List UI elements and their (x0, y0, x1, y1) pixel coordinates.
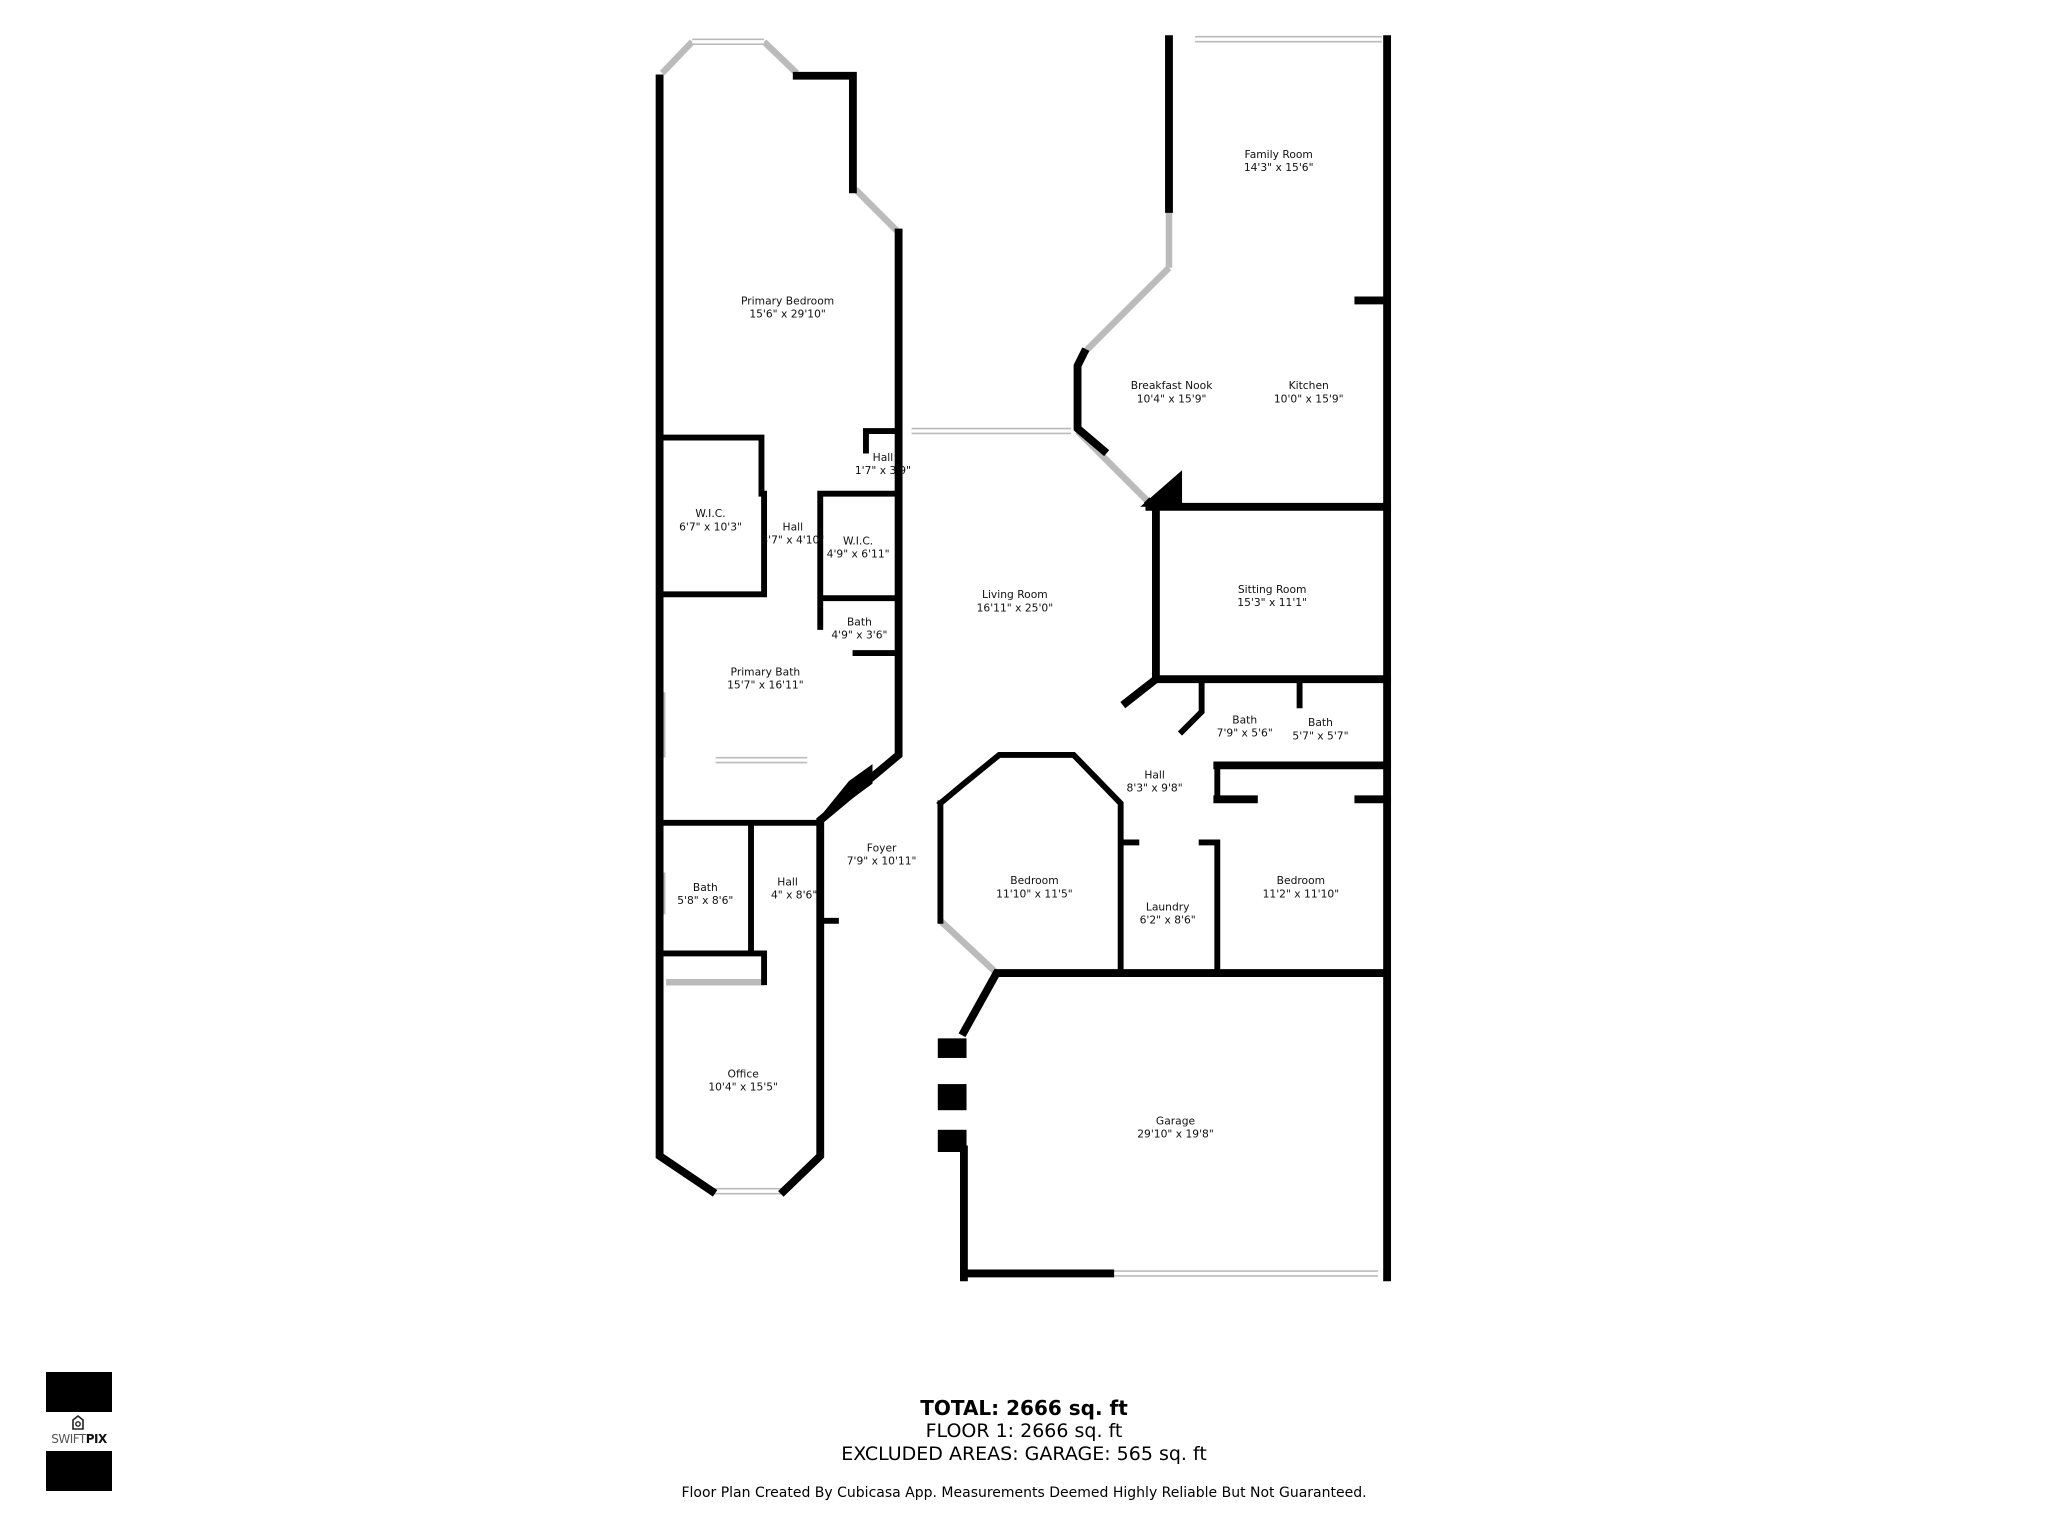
room-size: 11'2" x 11'10" (1263, 887, 1340, 900)
room-size: 7'9" x 5'6" (1217, 727, 1273, 740)
room-size: 3'7" x 4'10" (761, 533, 824, 546)
room-name: Hall (777, 876, 798, 889)
room-size: 10'4" x 15'5" (708, 1081, 778, 1094)
room-name: Laundry (1146, 900, 1190, 913)
room-name: Foyer (867, 842, 897, 855)
room-name: Family Room (1245, 148, 1313, 161)
logo-block-top (46, 1372, 112, 1412)
room-size: 8'3" x 9'8" (1127, 782, 1183, 795)
room-size: 6'2" x 8'6" (1140, 913, 1196, 926)
walls (655, 35, 1392, 1282)
room-size: 10'4" x 15'9" (1137, 392, 1207, 405)
room-size: 14'3" x 15'6" (1244, 161, 1314, 174)
room-name: Hall (783, 520, 804, 533)
room-name: Hall (873, 451, 894, 464)
room-name: Hall (1144, 768, 1165, 781)
room-size: 1'7" x 3'9" (855, 464, 911, 477)
logo-block-bottom (46, 1451, 112, 1491)
logo-text-light: SWIFT (51, 1432, 86, 1446)
logo-text-bold: PIX (85, 1432, 108, 1446)
room-size: 4" x 8'6" (771, 889, 817, 902)
room-name: Breakfast Nook (1131, 379, 1213, 392)
room-size: 4'9" x 3'6" (831, 629, 887, 642)
floor1-area: FLOOR 1: 2666 sq. ft (925, 1420, 1123, 1442)
room-name: Bedroom (1277, 874, 1325, 887)
room-name: Bedroom (1010, 874, 1058, 887)
room-size: 5'7" x 5'7" (1292, 729, 1348, 742)
swiftpix-logo: SWIFTPIX (46, 1432, 112, 1446)
room-name: Kitchen (1289, 379, 1329, 392)
room-name: Primary Bath (731, 665, 801, 678)
room-name: Bath (1232, 714, 1257, 727)
room-name: Primary Bedroom (741, 294, 834, 307)
room-name: W.I.C. (843, 535, 873, 548)
room-name: Bath (693, 881, 718, 894)
disclaimer: Floor Plan Created By Cubicasa App. Meas… (681, 1485, 1367, 1501)
room-labels: Primary Bedroom 15'6" x 29'10" W.I.C. 6'… (677, 148, 1348, 1141)
room-size: 29'10" x 19'8" (1137, 1128, 1214, 1141)
room-size: 15'3" x 11'1" (1237, 596, 1307, 609)
room-size: 15'6" x 29'10" (749, 307, 826, 320)
room-name: Bath (847, 616, 872, 629)
room-size: 11'10" x 11'5" (996, 887, 1073, 900)
room-name: Bath (1308, 716, 1333, 729)
room-size: 10'0" x 15'9" (1274, 392, 1344, 405)
room-size: 6'7" x 10'3" (679, 520, 742, 533)
room-size: 15'7" x 16'11" (727, 678, 804, 691)
room-size: 16'11" x 25'0" (977, 601, 1054, 614)
total-area: TOTAL: 2666 sq. ft (920, 1396, 1128, 1420)
room-name: Living Room (982, 588, 1048, 601)
room-size: 5'8" x 8'6" (677, 894, 733, 907)
room-size: 7'9" x 10'11" (847, 855, 917, 868)
room-name: Sitting Room (1238, 583, 1307, 596)
room-name: W.I.C. (695, 507, 725, 520)
room-name: Garage (1156, 1115, 1196, 1128)
room-name: Office (728, 1068, 760, 1081)
room-size: 4'9" x 6'11" (827, 548, 890, 561)
excluded-area: EXCLUDED AREAS: GARAGE: 565 sq. ft (841, 1443, 1207, 1465)
house-icon (72, 1414, 84, 1430)
